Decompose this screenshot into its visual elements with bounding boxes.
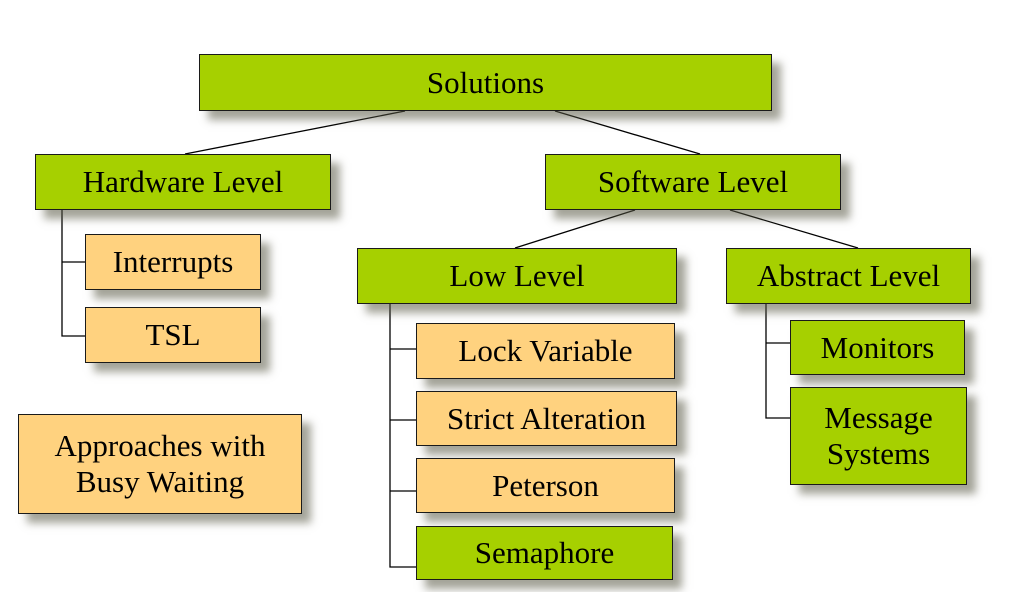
node-semaphore: Semaphore	[416, 526, 673, 580]
edge-software-low	[514, 209, 636, 249]
node-message-systems: Message Systems	[790, 387, 967, 485]
node-message-systems-line2: Systems	[826, 436, 931, 471]
legend-line1: Approaches with	[54, 428, 266, 464]
edge-low-children	[389, 304, 416, 568]
node-strict-alteration: Strict Alteration	[416, 391, 677, 446]
node-tsl: TSL	[85, 307, 261, 363]
node-strict-alteration-label: Strict Alteration	[447, 400, 646, 436]
node-abstract-level: Abstract Level	[726, 248, 971, 304]
node-hardware-level-label: Hardware Level	[82, 164, 284, 200]
node-software-level: Software Level	[545, 154, 841, 210]
edge-software-abstract	[729, 209, 859, 249]
node-monitors: Monitors	[790, 320, 965, 375]
node-solutions: Solutions	[199, 54, 772, 111]
node-interrupts: Interrupts	[85, 234, 261, 290]
node-interrupts-label: Interrupts	[112, 244, 234, 280]
node-hardware-level: Hardware Level	[35, 154, 331, 210]
edge-hardware-children	[61, 210, 85, 337]
legend-text: Approaches with Busy Waiting	[55, 428, 266, 499]
node-semaphore-label: Semaphore	[474, 535, 615, 571]
edge-root-software	[554, 110, 701, 155]
node-message-systems-text: Message Systems	[824, 400, 932, 471]
node-peterson-label: Peterson	[492, 467, 599, 503]
node-monitors-label: Monitors	[820, 329, 935, 365]
node-low-level: Low Level	[357, 248, 677, 304]
node-lock-variable-label: Lock Variable	[458, 333, 633, 369]
legend-busy-waiting: Approaches with Busy Waiting	[18, 414, 302, 514]
node-software-level-label: Software Level	[597, 164, 789, 200]
node-peterson: Peterson	[416, 458, 675, 513]
edge-abstract-children	[765, 304, 790, 419]
node-solutions-label: Solutions	[426, 64, 545, 100]
node-abstract-level-label: Abstract Level	[756, 258, 941, 294]
node-tsl-label: TSL	[145, 317, 201, 353]
node-lock-variable: Lock Variable	[416, 323, 675, 379]
legend-line2: Busy Waiting	[75, 464, 245, 499]
node-low-level-label: Low Level	[449, 258, 585, 294]
node-message-systems-line1: Message	[824, 400, 933, 436]
edge-root-hardware	[184, 110, 406, 155]
